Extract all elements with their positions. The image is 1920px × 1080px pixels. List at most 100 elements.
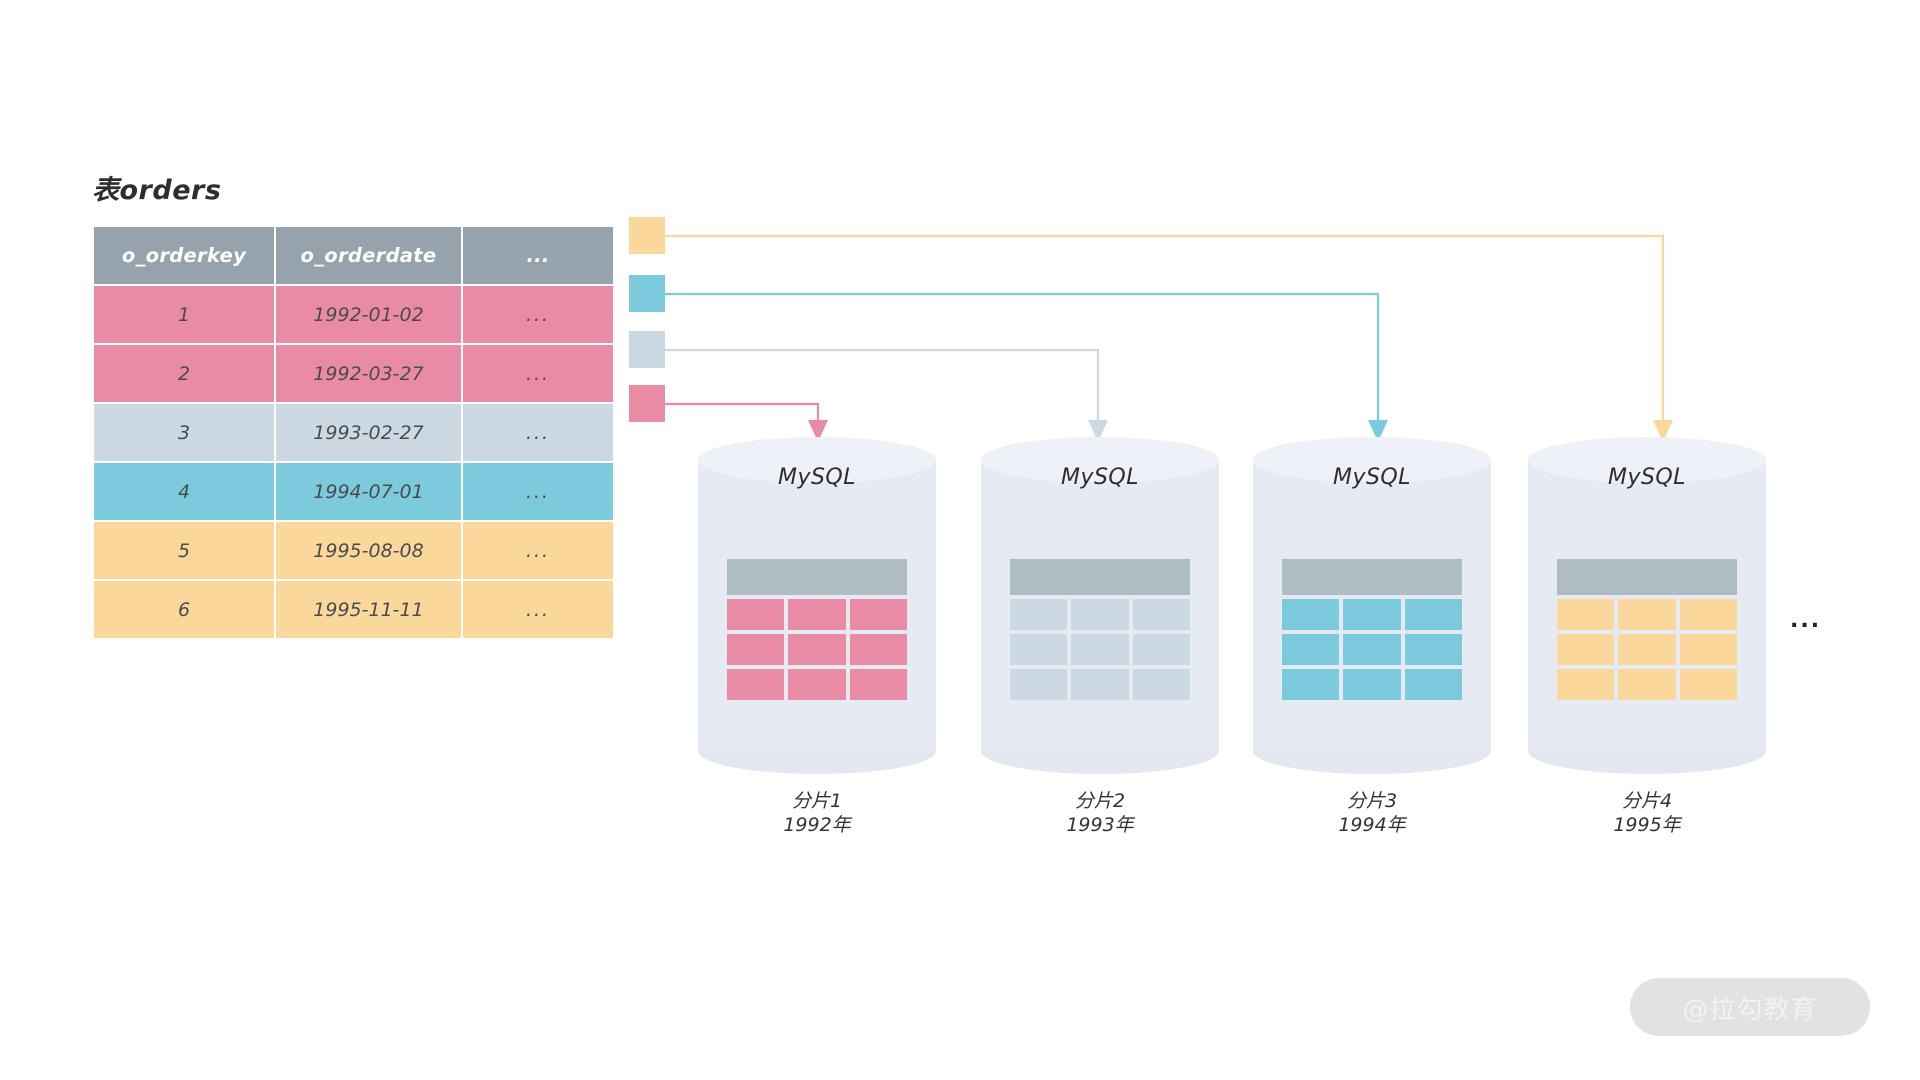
mini-table-row <box>1282 634 1462 665</box>
mini-cell <box>1010 634 1068 665</box>
watermark-text: @拉勾教育 <box>1682 994 1818 1025</box>
mini-cell <box>1343 634 1401 665</box>
database-label: MySQL <box>1607 465 1687 490</box>
table-row: 4 1994-07-01 ... <box>94 463 613 520</box>
mini-cell <box>1132 634 1190 665</box>
connector-cyan-to-shard3 <box>665 292 1388 442</box>
mini-cell <box>788 599 846 630</box>
shard-4: MySQL 分片4 1995年 <box>1528 437 1766 836</box>
mini-cell <box>1282 599 1340 630</box>
connector-amber-to-shard4 <box>665 234 1673 442</box>
mini-cell <box>1071 669 1129 700</box>
mini-cell <box>1343 599 1401 630</box>
legend-swatch-steel <box>629 331 665 368</box>
cell-more: ... <box>463 286 613 343</box>
cell-orderkey: 3 <box>94 404 274 461</box>
table-header-row: o_orderkey o_orderdate ... <box>94 227 613 284</box>
table-row: 1 1992-01-02 ... <box>94 286 613 343</box>
connector-steel-to-shard2 <box>665 348 1108 442</box>
cell-orderdate: 1995-11-11 <box>276 581 461 638</box>
mini-cell <box>1557 634 1615 665</box>
table-row: 6 1995-11-11 ... <box>94 581 613 638</box>
mini-cell <box>1282 669 1340 700</box>
mini-cell <box>1343 669 1401 700</box>
column-header-orderdate: o_orderdate <box>276 227 461 284</box>
mini-cell <box>1557 599 1615 630</box>
database-label: MySQL <box>1060 465 1140 490</box>
cell-orderkey: 5 <box>94 522 274 579</box>
table-row: 2 1992-03-27 ... <box>94 345 613 402</box>
shard-caption: 分片1 1992年 <box>783 790 851 837</box>
mini-cell <box>1132 599 1190 630</box>
mini-cell <box>849 634 907 665</box>
mini-cell <box>1679 634 1737 665</box>
mini-cell <box>1557 669 1615 700</box>
watermark-badge: @拉勾教育 <box>1630 978 1870 1036</box>
mini-table-row <box>1010 599 1190 630</box>
cell-more: ... <box>463 522 613 579</box>
mini-cell <box>727 634 785 665</box>
shard-mini-table <box>1010 559 1190 704</box>
mini-cell <box>1404 634 1462 665</box>
legend-swatch-amber <box>629 217 665 254</box>
mini-table-row <box>727 634 907 665</box>
cell-orderkey: 6 <box>94 581 274 638</box>
mini-cell <box>1679 599 1737 630</box>
cell-more: ... <box>463 463 613 520</box>
mini-cell <box>1282 634 1340 665</box>
cylinder-top-ellipse <box>981 437 1219 483</box>
mini-cell <box>1679 669 1737 700</box>
cylinder-top-ellipse <box>1528 437 1766 483</box>
mini-cell <box>1071 599 1129 630</box>
mini-table-row <box>1282 599 1462 630</box>
mini-table-header <box>727 559 907 595</box>
mini-table-header <box>1282 559 1462 595</box>
mini-table-header <box>1010 559 1190 595</box>
mini-cell <box>1404 669 1462 700</box>
cell-orderdate: 1993-02-27 <box>276 404 461 461</box>
mini-cell <box>849 599 907 630</box>
mini-table-row <box>727 599 907 630</box>
mini-cell <box>1618 669 1676 700</box>
mini-table-row <box>727 669 907 700</box>
mini-table-row <box>1010 634 1190 665</box>
more-shards-ellipsis: ... <box>1790 608 1822 633</box>
orders-table: o_orderkey o_orderdate ... 1 1992-01-02 … <box>92 225 615 640</box>
page-title: 表orders <box>92 175 222 206</box>
legend-swatch-pink <box>629 385 665 422</box>
mini-cell <box>1010 599 1068 630</box>
shard-mini-table <box>1557 559 1737 704</box>
mini-table-row <box>1557 634 1737 665</box>
column-header-orderkey: o_orderkey <box>94 227 274 284</box>
mini-cell <box>727 669 785 700</box>
mini-cell <box>1404 599 1462 630</box>
cell-orderkey: 2 <box>94 345 274 402</box>
table-row: 3 1993-02-27 ... <box>94 404 613 461</box>
mini-cell <box>788 669 846 700</box>
database-label: MySQL <box>1332 465 1412 490</box>
database-cylinder: MySQL <box>1528 437 1766 774</box>
shard-caption: 分片4 1995年 <box>1613 790 1681 837</box>
cell-orderdate: 1994-07-01 <box>276 463 461 520</box>
mini-table-row <box>1010 669 1190 700</box>
mini-cell <box>788 634 846 665</box>
database-cylinder: MySQL <box>981 437 1219 774</box>
cell-orderdate: 1995-08-08 <box>276 522 461 579</box>
mini-cell <box>1010 669 1068 700</box>
cell-more: ... <box>463 581 613 638</box>
legend-swatch-cyan <box>629 275 665 312</box>
shard-2: MySQL 分片2 1993年 <box>981 437 1219 836</box>
shard-caption: 分片2 1993年 <box>1066 790 1134 837</box>
column-header-more: ... <box>463 227 613 284</box>
cell-orderdate: 1992-01-02 <box>276 286 461 343</box>
table-row: 5 1995-08-08 ... <box>94 522 613 579</box>
mini-cell <box>727 599 785 630</box>
database-cylinder: MySQL <box>698 437 936 774</box>
mini-table-row <box>1557 599 1737 630</box>
database-label: MySQL <box>777 465 857 490</box>
cylinder-top-ellipse <box>1253 437 1491 483</box>
cylinder-top-ellipse <box>698 437 936 483</box>
cell-orderdate: 1992-03-27 <box>276 345 461 402</box>
database-cylinder: MySQL <box>1253 437 1491 774</box>
shard-caption: 分片3 1994年 <box>1338 790 1406 837</box>
